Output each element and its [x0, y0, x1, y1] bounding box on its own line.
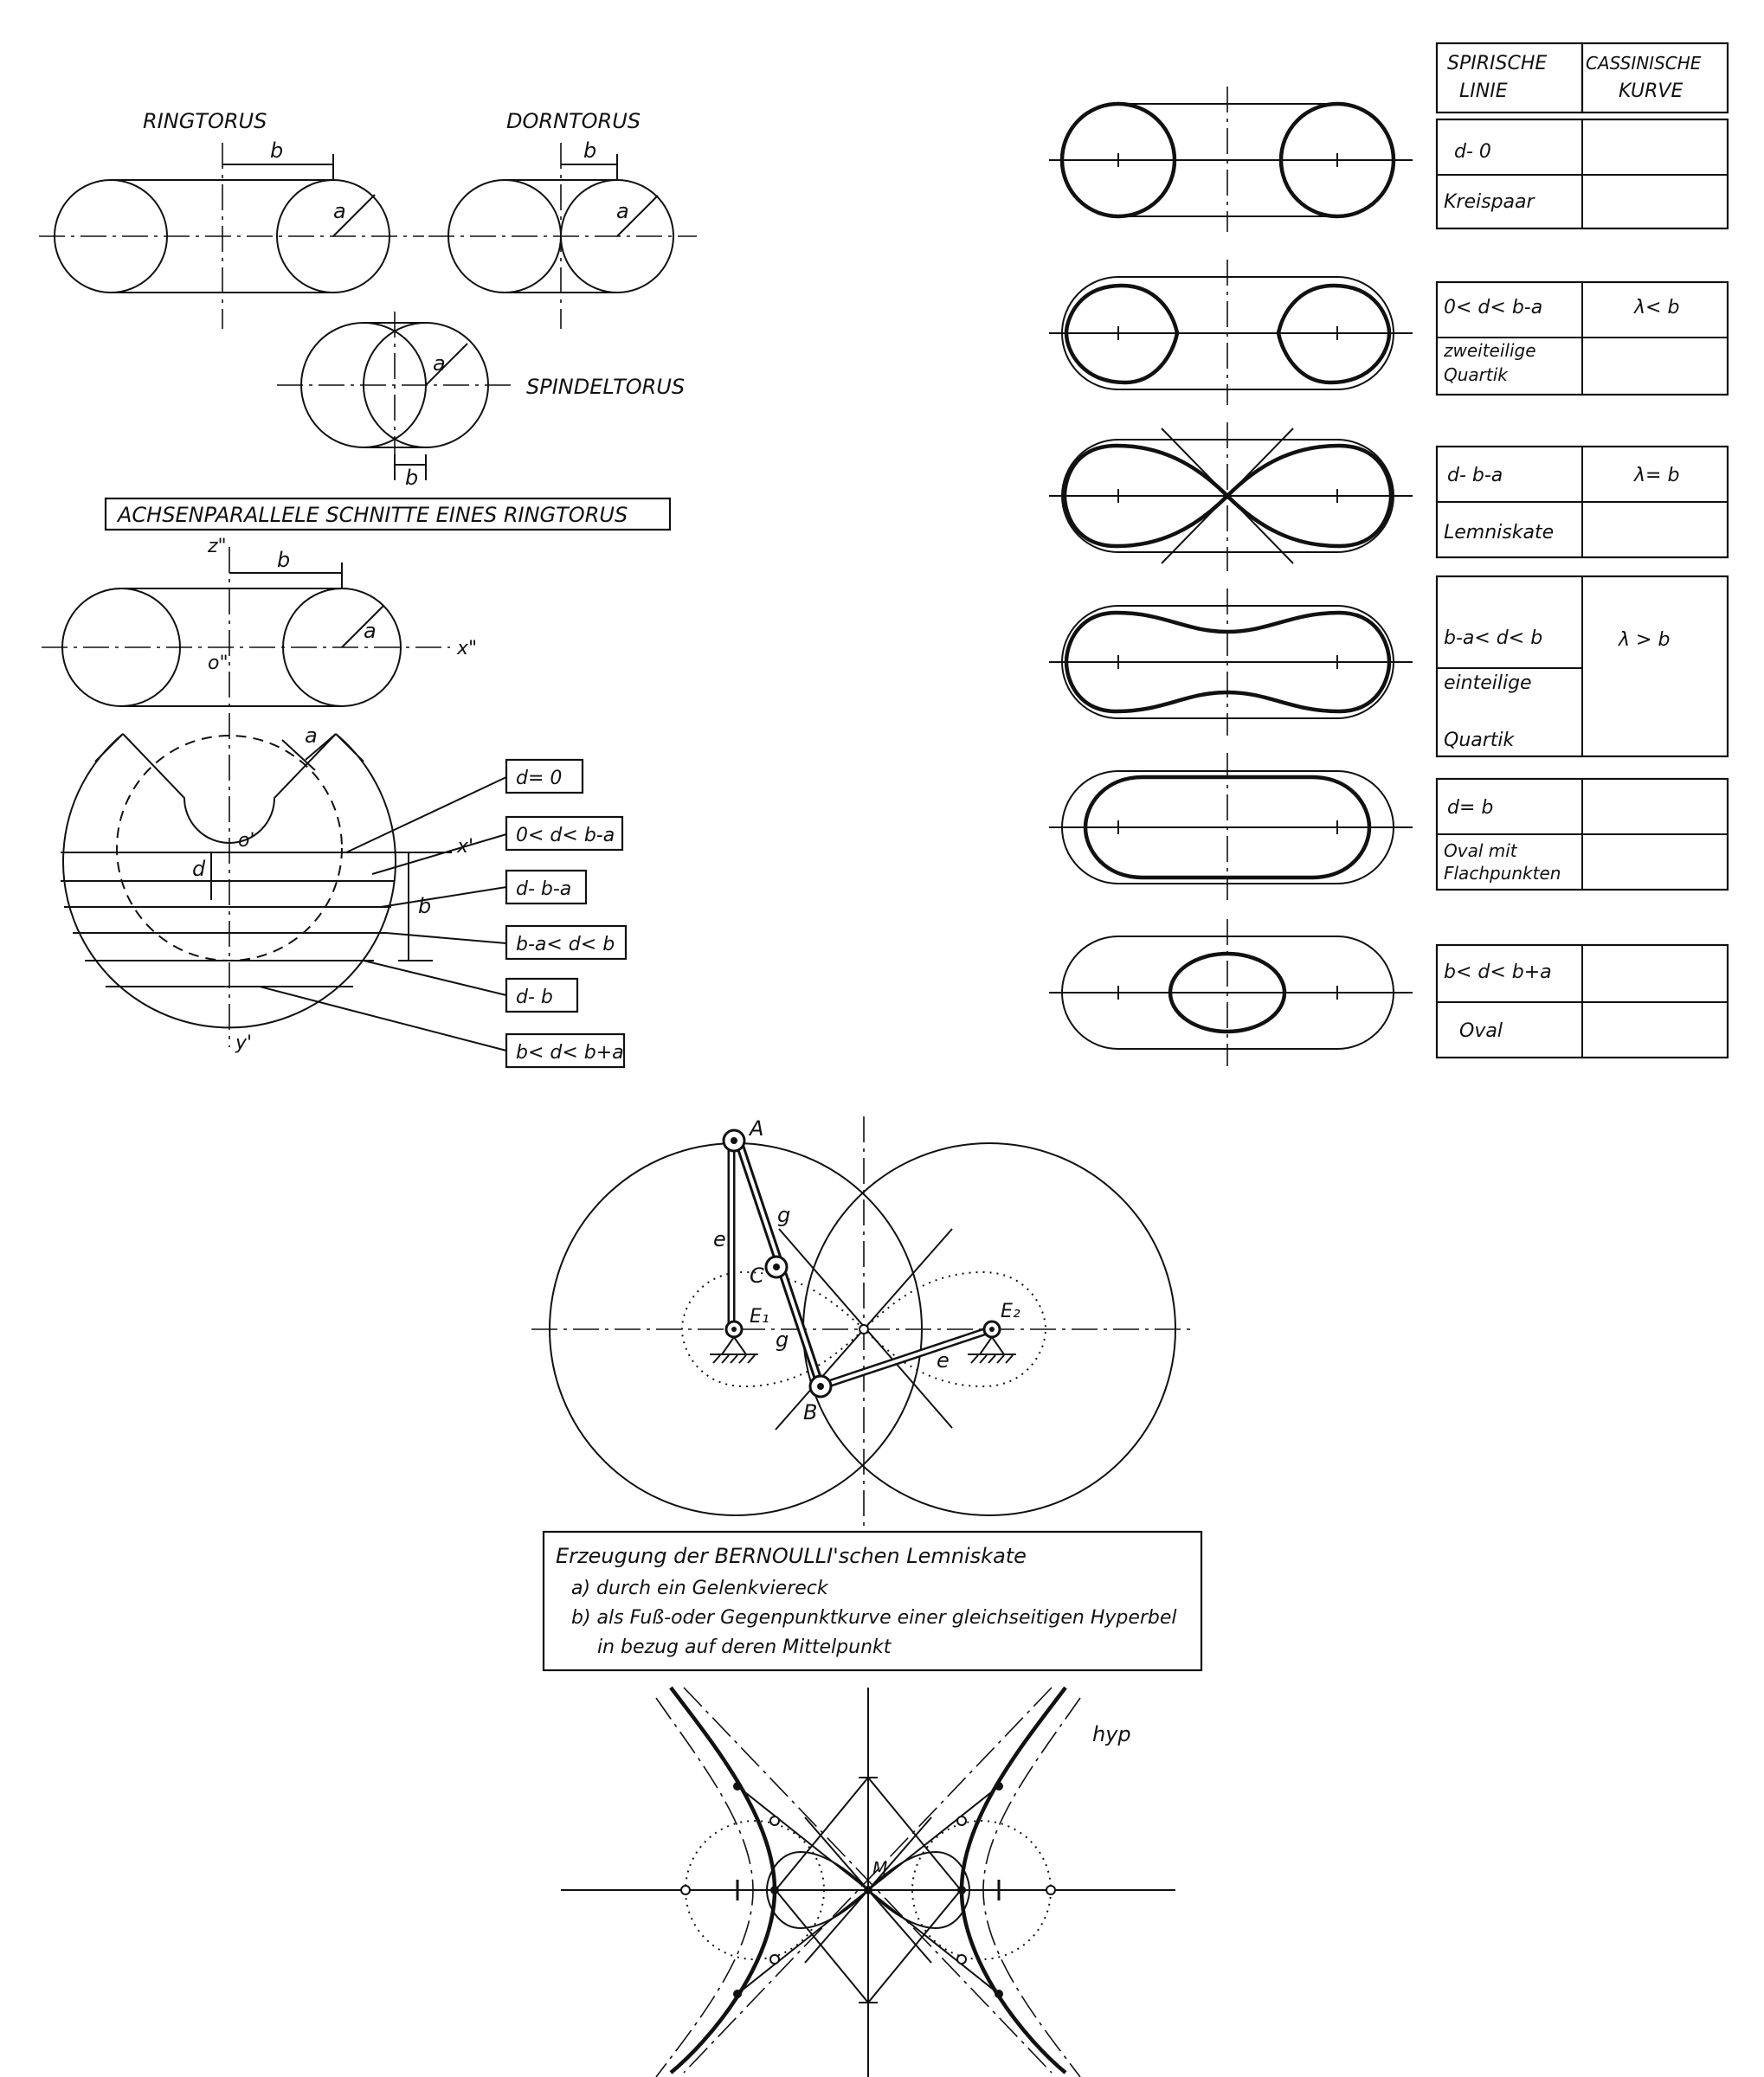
spindle-b-label: b	[405, 466, 418, 490]
section-label-4: b-a< d< b	[516, 934, 615, 955]
row6-condition: b< d< b+a	[1444, 961, 1552, 983]
table-row: b< d< b+a Oval	[1435, 943, 1729, 1059]
hyp-label: hyp	[1092, 1722, 1131, 1746]
section-label-1: d= 0	[516, 768, 562, 789]
link-e-left-label: e	[713, 1227, 726, 1251]
row4-name-line1: einteilige	[1444, 672, 1532, 694]
row4-name-line2: Quartik	[1444, 730, 1516, 751]
horn-a-label: a	[616, 199, 629, 223]
center-M-label: M	[872, 1858, 887, 1879]
section-label-5: d- b	[516, 987, 553, 1008]
table-row: d= b Oval mit Flachpunkten	[1435, 777, 1729, 891]
row2-lambda: λ< b	[1633, 297, 1679, 318]
row5-condition: d= b	[1447, 797, 1493, 819]
row5-name-line1: Oval mit	[1444, 840, 1518, 861]
caption-line1: Erzeugung der BERNOULLI'schen Lemniskate	[556, 1544, 1027, 1568]
header-right-line2: KURVE	[1619, 80, 1683, 102]
horn-torus-figure: DORNTORUS b a	[428, 109, 697, 329]
front-b-label: b	[277, 548, 290, 572]
curve-oval	[1049, 919, 1413, 1066]
spindle-torus-figure: a b SPINDELTORUS	[277, 312, 685, 490]
ring-torus-figure: RINGTORUS b a	[39, 109, 424, 329]
hyperbola-figure: M hyp	[561, 1686, 1175, 2077]
row2-name-line1: zweiteilige	[1443, 340, 1536, 361]
row2-condition: 0< d< b-a	[1444, 297, 1542, 318]
x2-axis-label: x"	[456, 638, 477, 659]
section-b-label: b	[418, 894, 431, 918]
header-right-line1: CASSINISCHE	[1586, 53, 1702, 74]
spiric-curves	[1049, 87, 1413, 1066]
o2-label: o"	[208, 653, 229, 674]
top-a-label: a	[305, 723, 318, 748]
header-left-line2: LINIE	[1459, 80, 1508, 102]
y1-axis-label: y'	[235, 1032, 252, 1054]
spindle-torus-title: SPINDELTORUS	[526, 375, 685, 399]
table-row: d- b-a Lemniskate λ= b	[1435, 445, 1729, 559]
row2-name-line2: Quartik	[1444, 364, 1509, 385]
section-top-view: a o' x' d b y' d= 0 0< d< b-a	[61, 723, 628, 1069]
row1-name: Kreispaar	[1444, 191, 1536, 213]
section-label-2: 0< d< b-a	[516, 825, 615, 846]
spiric-table: SPIRISCHE LINIE CASSINISCHE KURVE d- 0 K…	[1435, 42, 1729, 1059]
caption-line3: b) als Fuß-oder Gegenpunktkurve einer gl…	[571, 1607, 1177, 1629]
link-e-right-label: e	[937, 1348, 950, 1373]
row5-name-line2: Flachpunkten	[1444, 863, 1561, 884]
sections-panel: ACHSENPARALLELE SCHNITTE EINES RINGTORUS…	[42, 497, 672, 1069]
point-E1-label: E₁	[750, 1306, 769, 1328]
ring-a-label: a	[333, 199, 346, 223]
header-left-line1: SPIRISCHE	[1447, 53, 1547, 74]
table-row: b-a< d< b einteilige Quartik λ > b	[1435, 575, 1729, 758]
d-label: d	[192, 857, 206, 881]
link-g-lower-label: g	[776, 1328, 789, 1352]
point-B-label: B	[803, 1400, 817, 1424]
horn-b-label: b	[583, 138, 596, 163]
link-g-upper-label: g	[777, 1203, 790, 1227]
ring-b-label: b	[270, 138, 283, 163]
curve-oval-flat-points	[1049, 753, 1413, 900]
curve-lemniscate	[1049, 422, 1413, 571]
point-E2-label: E₂	[1001, 1301, 1020, 1322]
linkage-figure: A E₁ E₂ C B e e g g	[531, 1116, 1194, 1532]
z-axis-label: z"	[207, 536, 227, 557]
spindle-a-label: a	[433, 351, 446, 376]
table-row: d- 0 Kreispaar	[1435, 118, 1729, 230]
caption-box: Erzeugung der BERNOULLI'schen Lemniskate…	[542, 1530, 1203, 1672]
table-row: 0< d< b-a zweiteilige Quartik λ< b	[1435, 280, 1729, 396]
caption-line2: a) durch ein Gelenkviereck	[571, 1578, 829, 1599]
caption-line4: in bezug auf deren Mittelpunkt	[597, 1637, 892, 1658]
section-label-3: d- b-a	[516, 878, 571, 900]
o1-label: o'	[238, 830, 255, 852]
curve-two-part-quartic	[1049, 260, 1413, 405]
row1-condition: d- 0	[1454, 141, 1491, 163]
row3-condition: d- b-a	[1447, 465, 1503, 486]
point-C-label: C	[750, 1264, 764, 1288]
row6-name: Oval	[1459, 1020, 1503, 1042]
row4-lambda: λ > b	[1618, 629, 1670, 651]
sections-title: ACHSENPARALLELE SCHNITTE EINES RINGTORUS	[116, 503, 628, 527]
front-a-label: a	[364, 619, 377, 643]
row3-name: Lemniskate	[1444, 522, 1554, 543]
point-A-label: A	[748, 1116, 763, 1141]
section-front-view: z" b a x" o"	[42, 536, 477, 1047]
curve-one-part-quartic	[1049, 588, 1413, 736]
ring-torus-title: RINGTORUS	[143, 109, 267, 133]
curve-circle-pair	[1049, 87, 1413, 232]
horn-torus-title: DORNTORUS	[506, 109, 641, 133]
row3-lambda: λ= b	[1633, 465, 1679, 486]
section-label-6: b< d< b+a	[516, 1042, 624, 1064]
torus-types-panel: RINGTORUS b a DORNTORUS b a	[39, 109, 697, 490]
row4-condition: b-a< d< b	[1444, 627, 1542, 649]
sections-title-box	[104, 497, 672, 531]
